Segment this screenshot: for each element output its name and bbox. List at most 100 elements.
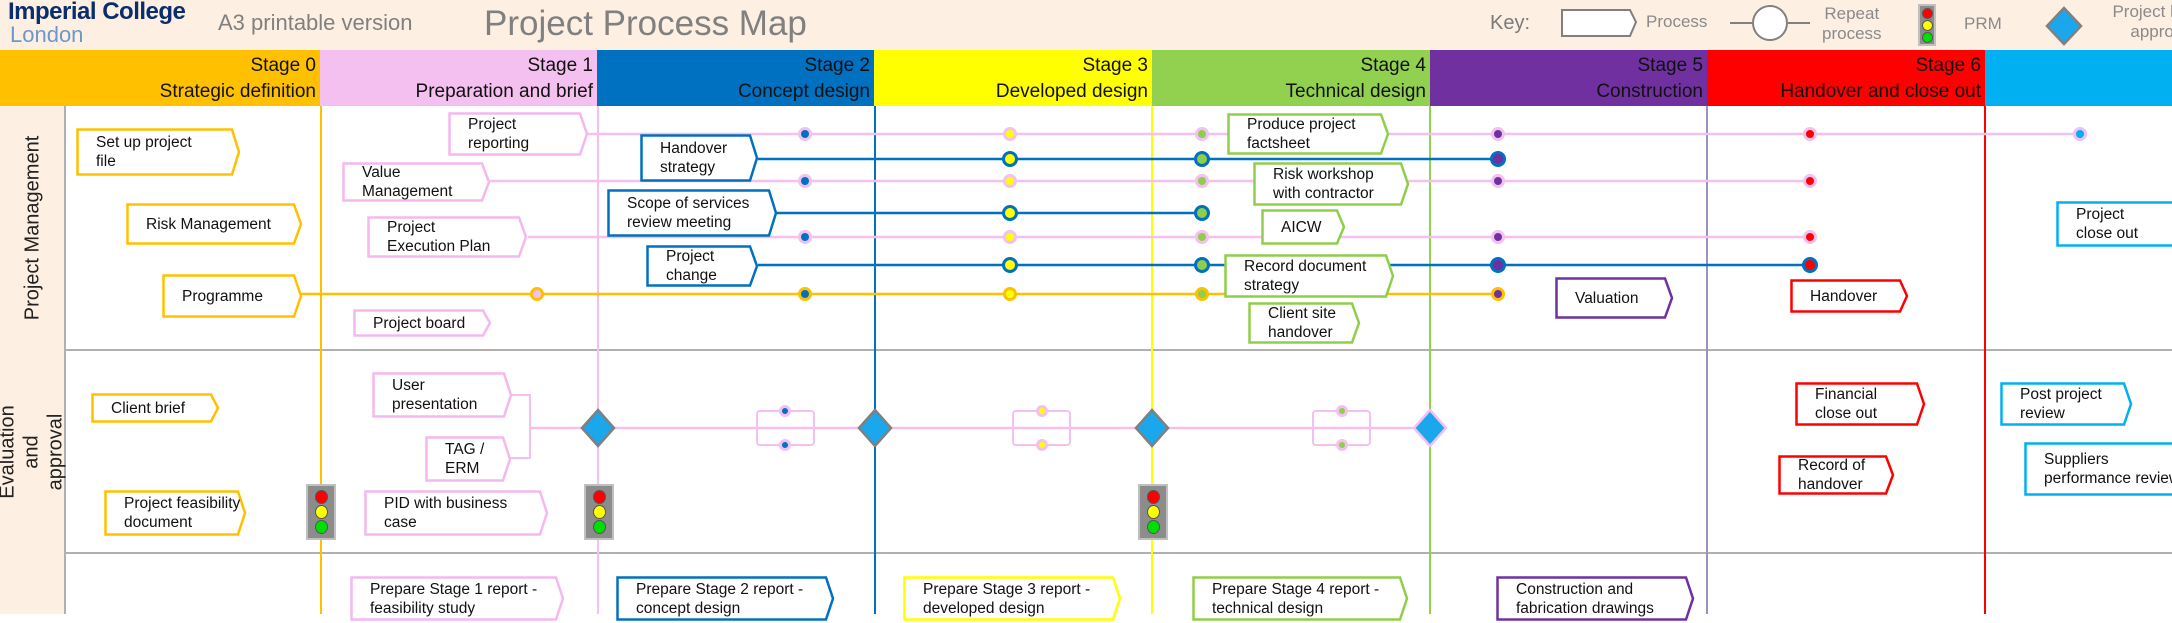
repeat-process-dot[interactable] xyxy=(1195,174,1209,188)
process-label: TAG / ERM xyxy=(445,441,485,477)
process-box[interactable]: Prepare Stage 3 report - developed desig… xyxy=(903,576,1122,621)
repeat-process-dot[interactable] xyxy=(1194,151,1210,167)
process-box[interactable]: Handover strategy xyxy=(640,134,759,182)
repeat-process-dot[interactable] xyxy=(1491,174,1505,188)
repeat-process-dot[interactable] xyxy=(1002,205,1018,221)
process-box[interactable]: Handover xyxy=(1790,279,1909,313)
stage-4-header[interactable]: Stage 4 Technical design xyxy=(1152,50,1430,106)
process-box[interactable]: PID with business case xyxy=(364,490,549,536)
repeat-process-dot[interactable] xyxy=(1336,439,1348,451)
process-box[interactable]: User presentation xyxy=(372,372,513,418)
process-box[interactable]: Produce project factsheet xyxy=(1227,113,1390,155)
process-box[interactable]: Valuation xyxy=(1555,277,1674,319)
process-box[interactable]: Client site handover xyxy=(1248,302,1361,344)
process-box[interactable]: Record document strategy xyxy=(1224,254,1395,298)
repeat-process-dot[interactable] xyxy=(1003,287,1017,301)
repeat-process-dot[interactable] xyxy=(798,287,812,301)
repeat-process-dot[interactable] xyxy=(1002,151,1018,167)
process-box[interactable]: Construction and fabrication drawings xyxy=(1496,576,1695,621)
approval-connector-line xyxy=(510,394,1430,459)
repeat-process-dot[interactable] xyxy=(1194,205,1210,221)
repeat-process-dot[interactable] xyxy=(2073,127,2087,141)
process-box[interactable]: Scope of services review meeting xyxy=(607,189,778,237)
repeat-process-dot[interactable] xyxy=(1803,127,1817,141)
stage-3-header[interactable]: Stage 3 Developed design xyxy=(874,50,1152,106)
process-box[interactable]: Financial close out xyxy=(1795,382,1926,426)
stage-5-header[interactable]: Stage 5 Construction xyxy=(1430,50,1707,106)
repeat-process-dot[interactable] xyxy=(779,405,791,417)
stage-0-header[interactable]: Stage 0 Strategic definition xyxy=(0,50,320,106)
process-shape-icon xyxy=(350,576,565,621)
process-box[interactable]: Suppliers performance review xyxy=(2024,442,2172,496)
repeat-process-dot[interactable] xyxy=(1195,127,1209,141)
repeat-process-dot[interactable] xyxy=(1491,287,1505,301)
prm-traffic-light-stage-3[interactable] xyxy=(1138,484,1168,540)
process-box[interactable]: Project change xyxy=(646,245,759,287)
process-box[interactable]: Project feasibility document xyxy=(104,490,247,536)
repeat-process-dot[interactable] xyxy=(779,439,791,451)
repeat-process-dot[interactable] xyxy=(1802,257,1818,273)
repeat-process-dot[interactable] xyxy=(1003,127,1017,141)
process-box[interactable]: Project reporting xyxy=(448,112,589,156)
repeat-process-dot[interactable] xyxy=(530,287,544,301)
repeat-process-dot[interactable] xyxy=(1195,287,1209,301)
stage-2-header[interactable]: Stage 2 Concept design xyxy=(597,50,874,106)
repeat-process-dot[interactable] xyxy=(1036,439,1048,451)
process-box[interactable]: Record of handover xyxy=(1778,455,1895,495)
repeat-process-dot[interactable] xyxy=(1803,230,1817,244)
process-box[interactable]: Project Execution Plan xyxy=(367,216,528,258)
repeat-process-dot[interactable] xyxy=(1491,127,1505,141)
repeat-process-dot[interactable] xyxy=(798,174,812,188)
project-board-approval-diamond[interactable] xyxy=(1134,408,1170,448)
repeat-process-dot[interactable] xyxy=(1002,257,1018,273)
process-box[interactable]: AICW xyxy=(1261,209,1346,245)
prm-traffic-light-stage-1[interactable] xyxy=(584,484,614,540)
process-box[interactable]: TAG / ERM xyxy=(425,436,512,482)
process-box[interactable]: Prepare Stage 2 report - concept design xyxy=(616,576,835,621)
repeat-process-dot[interactable] xyxy=(1490,151,1506,167)
key-label: Key: xyxy=(1490,12,1531,34)
process-box[interactable]: Client brief xyxy=(91,393,220,423)
repeat-process-dot[interactable] xyxy=(1803,174,1817,188)
process-shape-icon xyxy=(104,490,247,536)
process-shape-icon xyxy=(126,203,303,245)
stage-4-boundary xyxy=(1429,106,1431,614)
process-box[interactable]: Risk workshop with contractor xyxy=(1253,162,1410,206)
project-board-approval-diamond[interactable] xyxy=(580,408,616,448)
process-box[interactable]: Set up project file xyxy=(76,128,241,176)
repeat-process-dot[interactable] xyxy=(1195,230,1209,244)
repeat-process-dot[interactable] xyxy=(1003,230,1017,244)
stage-number: Stage 2 xyxy=(804,55,871,76)
process-label: Prepare Stage 1 report - feasibility stu… xyxy=(370,580,538,617)
process-box[interactable]: Programme xyxy=(162,274,303,318)
process-box[interactable]: Post project review xyxy=(2000,382,2133,426)
repeat-process-key-icon xyxy=(1730,5,1810,41)
process-shape-icon xyxy=(1778,455,1895,495)
process-label: Record of handover xyxy=(1798,457,1866,493)
process-box[interactable]: Prepare Stage 4 report - technical desig… xyxy=(1192,576,1409,621)
project-board-approval-diamond[interactable] xyxy=(1412,408,1448,448)
repeat-process-dot[interactable] xyxy=(1336,405,1348,417)
repeat-process-dot[interactable] xyxy=(1036,405,1048,417)
project-board-approval-diamond[interactable] xyxy=(857,408,893,448)
process-box[interactable]: Value Management xyxy=(342,162,491,202)
stage-7-header[interactable] xyxy=(1985,50,2172,106)
prm-traffic-light-stage-0[interactable] xyxy=(306,484,336,540)
process-shape-icon xyxy=(903,576,1122,621)
process-box[interactable]: Project close out xyxy=(2056,201,2172,247)
repeat-process-dot[interactable] xyxy=(798,127,812,141)
repeat-process-dot[interactable] xyxy=(1194,257,1210,273)
process-shape-icon xyxy=(616,576,835,621)
process-box[interactable]: Risk Management xyxy=(126,203,303,245)
process-shape-icon xyxy=(640,134,759,182)
process-shape-icon xyxy=(425,436,512,482)
process-shape-icon xyxy=(1790,279,1909,313)
stage-1-header[interactable]: Stage 1 Preparation and brief xyxy=(320,50,597,106)
repeat-process-dot[interactable] xyxy=(1490,257,1506,273)
stage-6-header[interactable]: Stage 6 Handover and close out xyxy=(1707,50,1985,106)
repeat-process-dot[interactable] xyxy=(798,230,812,244)
repeat-process-dot[interactable] xyxy=(1491,230,1505,244)
process-box[interactable]: Project board xyxy=(353,309,492,337)
repeat-process-dot[interactable] xyxy=(1003,174,1017,188)
process-box[interactable]: Prepare Stage 1 report - feasibility stu… xyxy=(350,576,565,621)
